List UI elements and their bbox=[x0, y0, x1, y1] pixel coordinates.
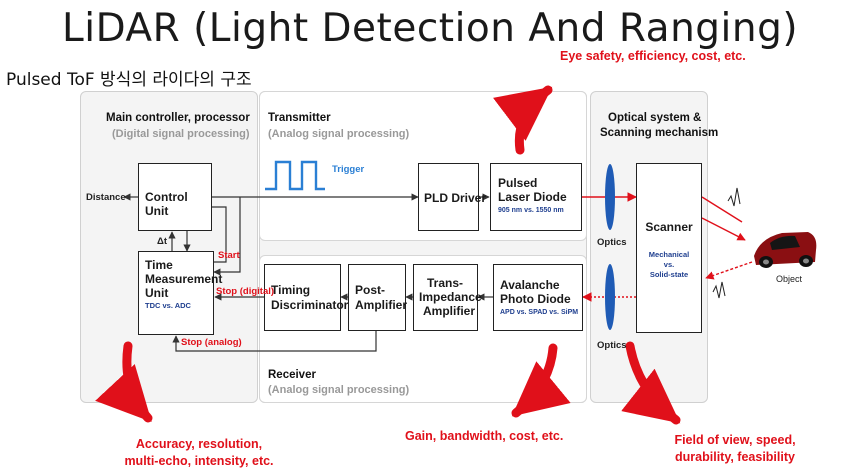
scanner-note-2: vs. bbox=[663, 260, 675, 269]
timing-label-2: Discriminator bbox=[271, 298, 349, 312]
timing-discriminator-block: Timing Discriminator bbox=[264, 264, 349, 331]
receiver-title: Receiver bbox=[268, 369, 316, 381]
scanner-label: Scanner bbox=[645, 220, 693, 234]
distance-label: Distance bbox=[86, 192, 126, 203]
apd-note: APD vs. SPAD vs. SiPM bbox=[500, 309, 579, 316]
fov-note: Field of view, speed, durability, feasib… bbox=[660, 432, 810, 466]
tia-label-3: Amplifier bbox=[423, 304, 476, 318]
receiver-subtitle: (Analog signal processing) bbox=[268, 384, 410, 396]
object-label: Object bbox=[776, 274, 803, 284]
fov-note-1: Field of view, speed, bbox=[674, 433, 796, 447]
optics-lens-top bbox=[605, 164, 615, 230]
laser-note: 905 nm vs. 1550 nm bbox=[498, 207, 564, 214]
stop-digital-label: Stop (digital) bbox=[216, 286, 275, 297]
tmu-label-2: Measurement bbox=[145, 272, 223, 286]
laser-label-2: Laser Diode bbox=[498, 190, 567, 204]
tia-label-2: Impedance bbox=[419, 290, 482, 304]
post-label-1: Post- bbox=[355, 283, 385, 297]
control-unit-block: Control Unit bbox=[138, 163, 212, 231]
trans-impedance-amplifier-block: Trans- Impedance Amplifier bbox=[413, 264, 482, 331]
optics-bottom-label: Optics bbox=[597, 340, 627, 351]
accuracy-note: Accuracy, resolution, multi-echo, intens… bbox=[106, 436, 292, 470]
post-label-2: Amplifier bbox=[355, 298, 408, 312]
trigger-waveform bbox=[265, 160, 325, 191]
tmu-label-1: Time bbox=[145, 258, 173, 272]
tmu-label-3: Unit bbox=[145, 286, 169, 300]
accuracy-note-2: multi-echo, intensity, etc. bbox=[124, 454, 274, 468]
feedback-line bbox=[212, 206, 227, 263]
page-subtitle: Pulsed ToF 방식의 라이다의 구조 bbox=[6, 70, 252, 90]
beam-pulse-top bbox=[727, 187, 741, 207]
start-line bbox=[213, 197, 241, 276]
controller-subtitle: (Digital signal processing) bbox=[112, 128, 250, 140]
timing-label-1: Timing bbox=[271, 283, 311, 297]
beam-pulse-bottom bbox=[712, 281, 726, 299]
fov-note-2: durability, feasibility bbox=[675, 450, 795, 464]
delta-t-label: Δt bbox=[157, 236, 167, 247]
apd-label-2: Photo Diode bbox=[500, 292, 571, 306]
gain-arrow bbox=[511, 343, 571, 418]
beam-out-2 bbox=[701, 217, 746, 241]
accuracy-note-1: Accuracy, resolution, bbox=[135, 437, 263, 451]
transmitter-subtitle: (Analog signal processing) bbox=[268, 128, 410, 140]
stop-analog-label: Stop (analog) bbox=[181, 337, 242, 348]
fov-arrow bbox=[621, 341, 681, 425]
avalanche-photo-diode-block: Avalanche Photo Diode APD vs. SPAD vs. S… bbox=[493, 264, 583, 331]
transmitter-title: Transmitter bbox=[268, 112, 331, 124]
post-amplifier-block: Post- Amplifier bbox=[348, 264, 408, 331]
optical-title-2: Scanning mechanism bbox=[600, 127, 719, 139]
tmu-note: TDC vs. ADC bbox=[145, 301, 191, 310]
beam-out-1 bbox=[701, 196, 743, 223]
beam-return bbox=[705, 261, 753, 280]
control-unit-label: Control Unit bbox=[145, 190, 188, 218]
stop-analog-line bbox=[172, 331, 377, 352]
optics-lens-bottom bbox=[605, 264, 615, 330]
pld-driver-block: PLD Driver bbox=[418, 163, 486, 231]
controller-title: Main controller, processor bbox=[106, 112, 250, 124]
scanner-note-1: Mechanical bbox=[648, 250, 690, 259]
apd-label-1: Avalanche bbox=[500, 278, 560, 292]
pld-driver-label: PLD Driver bbox=[424, 191, 487, 205]
optical-title-1: Optical system & bbox=[608, 112, 702, 124]
trigger-label: Trigger bbox=[332, 164, 365, 175]
eye-safety-note: Eye safety, efficiency, cost, etc. bbox=[560, 49, 746, 63]
tia-label-1: Trans- bbox=[427, 276, 464, 290]
car-icon bbox=[754, 232, 817, 268]
scanner-block: Scanner Mechanical vs. Solid-state bbox=[636, 163, 702, 333]
eye-safety-arrow bbox=[492, 85, 553, 155]
gain-note: Gain, bandwidth, cost, etc. bbox=[405, 429, 564, 443]
pulsed-laser-diode-block: Pulsed Laser Diode 905 nm vs. 1550 nm bbox=[490, 163, 582, 231]
optics-top-label: Optics bbox=[597, 237, 627, 248]
accuracy-arrow bbox=[95, 341, 153, 423]
page-title: LiDAR (Light Detection And Ranging) bbox=[62, 6, 799, 51]
time-measurement-unit-block: Time Measurement Unit TDC vs. ADC bbox=[138, 251, 223, 335]
start-label: Start bbox=[218, 250, 240, 261]
scanner-note-3: Solid-state bbox=[649, 270, 689, 279]
laser-label-1: Pulsed bbox=[498, 176, 538, 190]
